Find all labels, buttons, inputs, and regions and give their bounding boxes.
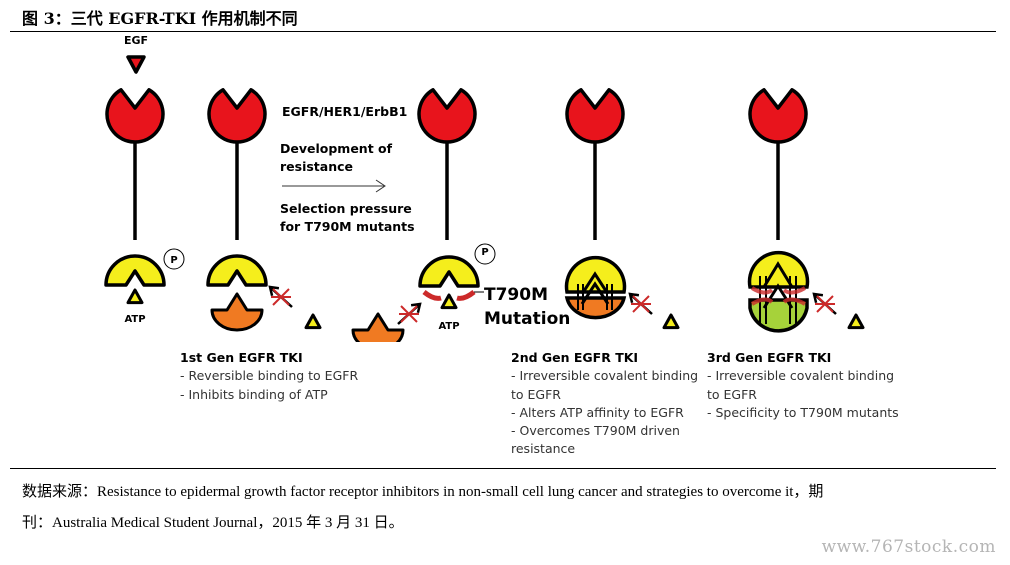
arrow-head bbox=[268, 285, 280, 297]
egfr-extracellular-domain bbox=[207, 88, 267, 144]
atp-label-2: ATP bbox=[438, 321, 459, 332]
caption-line: - Reversible binding to EGFR bbox=[180, 368, 359, 384]
caption-line: - Specificity to T790M mutants bbox=[707, 404, 899, 420]
atp-triangle bbox=[304, 313, 322, 330]
caption-line: - Irreversible covalent binding bbox=[707, 368, 895, 384]
t790m-mutation-mark bbox=[750, 286, 806, 306]
source-line-1: 数据来源：Resistance to epidermal growth fact… bbox=[22, 484, 824, 500]
receptor-label: EGFR/HER1/ErbB1 bbox=[282, 104, 407, 119]
caption-line: resistance bbox=[511, 441, 576, 457]
caption-1st-gen: 1st Gen EGFR TKI - Reversible binding to… bbox=[180, 349, 358, 404]
top-divider bbox=[10, 31, 996, 32]
tki-inhibitor bbox=[351, 312, 405, 342]
caption-heading: 1st Gen EGFR TKI bbox=[180, 350, 303, 365]
selection-label-1: Selection pressure bbox=[280, 201, 412, 216]
tki-inhibitor bbox=[210, 292, 264, 332]
caption-line: - Alters ATP affinity to EGFR bbox=[511, 404, 684, 420]
atp-triangle bbox=[440, 293, 458, 310]
caption-3rd-gen: 3rd Gen EGFR TKI - Irreversible covalent… bbox=[707, 349, 899, 422]
caption-heading: 2nd Gen EGFR TKI bbox=[511, 350, 639, 365]
caption-line: - Irreversible covalent binding bbox=[511, 368, 699, 384]
t790m-mutation-mark bbox=[422, 290, 476, 301]
third-gen-inhibitor bbox=[748, 298, 809, 333]
mutation-label-2: Mutation bbox=[484, 309, 570, 329]
egfr-extracellular-domain bbox=[565, 88, 625, 144]
phosphate-circle bbox=[474, 243, 496, 265]
red-x-icon bbox=[399, 305, 419, 323]
egf-ligand bbox=[126, 55, 146, 74]
covalent-bond-lines bbox=[577, 284, 613, 310]
source-line-2: 刊：Australia Medical Student Journal，2015… bbox=[22, 515, 404, 531]
egf-label: EGF bbox=[124, 34, 148, 47]
phospho-label-1: P bbox=[170, 255, 177, 266]
tki-inhibitor bbox=[564, 296, 627, 320]
egfr-tki-diagram: EGF EGFR/HER1/ErbB1 Development of resis… bbox=[104, 34, 865, 342]
caption-line: - Overcomes T790M driven bbox=[511, 423, 680, 439]
resistance-label-2: resistance bbox=[280, 159, 353, 174]
kinase-domain bbox=[104, 254, 166, 287]
red-x-icon bbox=[631, 295, 651, 313]
atp-triangle bbox=[847, 313, 865, 330]
resistance-label-1: Development of bbox=[280, 141, 393, 156]
caption-line: to EGFR bbox=[511, 386, 561, 402]
phosphate-circle bbox=[163, 248, 185, 270]
kinase-domain bbox=[747, 250, 810, 289]
selection-label-2: for T790M mutants bbox=[280, 219, 415, 234]
watermark: www.767stock.com bbox=[821, 537, 996, 557]
arrow-head bbox=[812, 292, 824, 304]
red-x-icon bbox=[815, 295, 835, 313]
mutation-label-1: T790M bbox=[484, 285, 548, 305]
arrow-head bbox=[375, 179, 386, 193]
bottom-divider bbox=[10, 468, 996, 469]
figure-title: 图 3：三代 EGFR-TKI 作用机制不同 bbox=[22, 9, 298, 28]
arrow-head bbox=[410, 302, 422, 314]
diagram-shapes bbox=[104, 55, 865, 342]
atp-triangle bbox=[126, 288, 144, 305]
kinase-domain bbox=[206, 254, 268, 287]
source-note: 数据来源：Resistance to epidermal growth fact… bbox=[22, 477, 992, 539]
caption-heading: 3rd Gen EGFR TKI bbox=[707, 350, 832, 365]
caption-2nd-gen: 2nd Gen EGFR TKI - Irreversible covalent… bbox=[511, 349, 698, 459]
red-x-icon bbox=[271, 288, 291, 306]
atp-label-1: ATP bbox=[124, 314, 145, 325]
egfr-extracellular-domain bbox=[417, 88, 477, 144]
egfr-extracellular-domain bbox=[748, 88, 808, 144]
covalent-bond bbox=[580, 271, 610, 305]
kinase-domain bbox=[418, 255, 480, 288]
arrow-head bbox=[628, 292, 640, 304]
phospho-label-2: P bbox=[481, 247, 488, 258]
atp-triangle bbox=[662, 313, 680, 330]
egfr-extracellular-domain bbox=[105, 88, 165, 144]
caption-line: to EGFR bbox=[707, 386, 757, 402]
caption-line: - Inhibits binding of ATP bbox=[180, 386, 328, 402]
